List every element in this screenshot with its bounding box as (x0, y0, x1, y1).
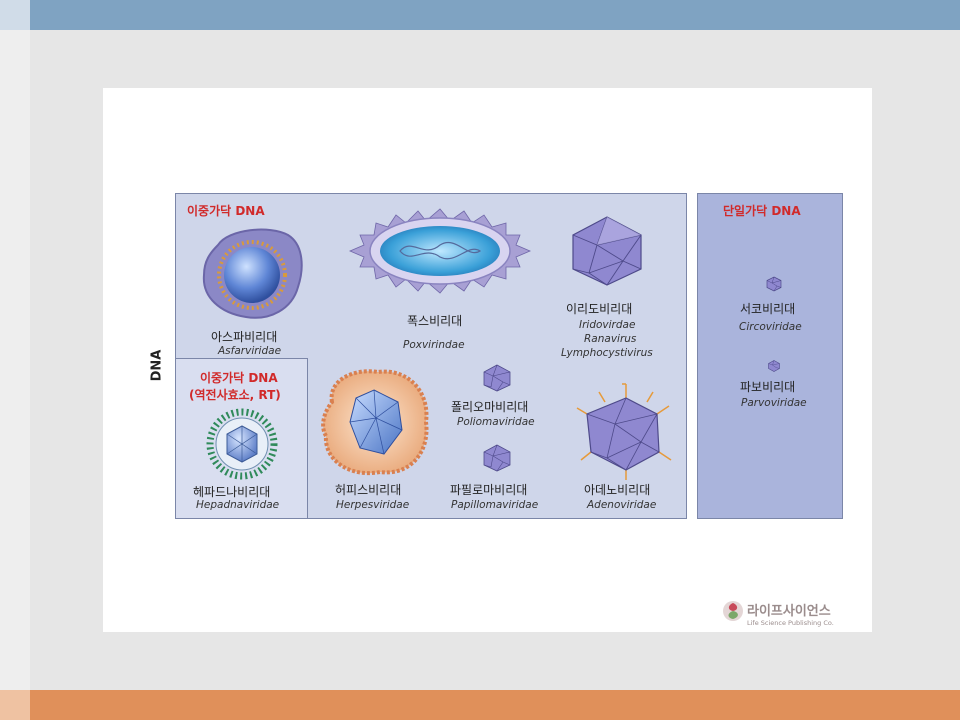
circoviridae-korean: 서코비리대 (740, 302, 796, 316)
publisher-english: Life Science Publishing Co. (747, 619, 834, 627)
bottom-accent-bar (0, 690, 960, 720)
parvoviridae-latin: Parvoviridae (741, 397, 807, 409)
adenovirus-illustration (576, 383, 672, 480)
iridoviridae-korean: 이리도비리대 (566, 302, 633, 316)
circoviridae-latin: Circoviridae (739, 321, 802, 333)
parvovirus-illustration (768, 360, 780, 372)
iridoviridae-latin-1: Iridovirdae (579, 319, 636, 331)
top-accent-square (0, 0, 30, 30)
left-margin-strip (0, 30, 30, 690)
iridoviridae-latin-2: Ranavirus (584, 333, 637, 345)
rt-header-line1: 이중가닥 DNA (200, 371, 278, 385)
parvoviridae-korean: 파보비리대 (740, 380, 796, 394)
polyomaviridae-latin: Poliomaviridae (457, 416, 535, 428)
axis-label-dna: DNA (149, 349, 165, 382)
single-stranded-panel (697, 193, 843, 519)
double-stranded-header: 이중가닥 DNA (187, 204, 265, 218)
poxviridae-latin: Poxvirindae (403, 339, 465, 351)
bottom-accent-square (0, 690, 30, 720)
adenoviridae-korean: 아데노비리대 (584, 483, 651, 497)
asfarviridae-latin: Asfarviridae (218, 345, 282, 357)
herpesvirus-illustration (321, 369, 429, 476)
rt-header-line2: (역전사효소, RT) (189, 388, 281, 402)
circovirus-illustration (766, 276, 782, 292)
adenoviridae-latin: Adenoviridae (587, 499, 657, 511)
slide-content: DNA 이중가닥 DNA 이중가닥 DNA (역전사효소, RT) 단일가닥 D… (103, 88, 872, 632)
poxvirus-illustration (348, 208, 532, 294)
iridoviridae-latin-3: Lymphocystivirus (561, 347, 653, 359)
top-accent-bar (0, 0, 960, 30)
publisher-korean: 라이프사이언스 (747, 604, 831, 619)
asfarviridae-korean: 아스파비리대 (211, 330, 278, 344)
hepadnaviridae-latin: Hepadnaviridae (196, 499, 280, 511)
papillomaviridae-latin: Papillomaviridae (451, 499, 539, 511)
herpesviridae-latin: Herpesviridae (336, 499, 410, 511)
polyomavirus-illustration (483, 364, 511, 392)
poxviridae-korean: 폭스비리대 (407, 314, 463, 328)
asfarvirus-illustration (202, 228, 303, 319)
single-stranded-header: 단일가닥 DNA (723, 204, 801, 218)
herpesviridae-korean: 허피스비리대 (335, 483, 402, 497)
polyomaviridae-korean: 폴리오마비리대 (451, 400, 529, 414)
papillomavirus-illustration (483, 444, 511, 472)
publisher-logo-icon (723, 601, 743, 621)
hepadnaviridae-korean: 헤파드나비리대 (193, 485, 271, 499)
iridovirus-illustration (572, 216, 642, 286)
papillomaviridae-korean: 파필로마비리대 (450, 483, 528, 497)
publisher-name: 라이프사이언스 Life Science Publishing Co. (747, 600, 834, 627)
hepadnavirus-illustration (206, 408, 278, 480)
